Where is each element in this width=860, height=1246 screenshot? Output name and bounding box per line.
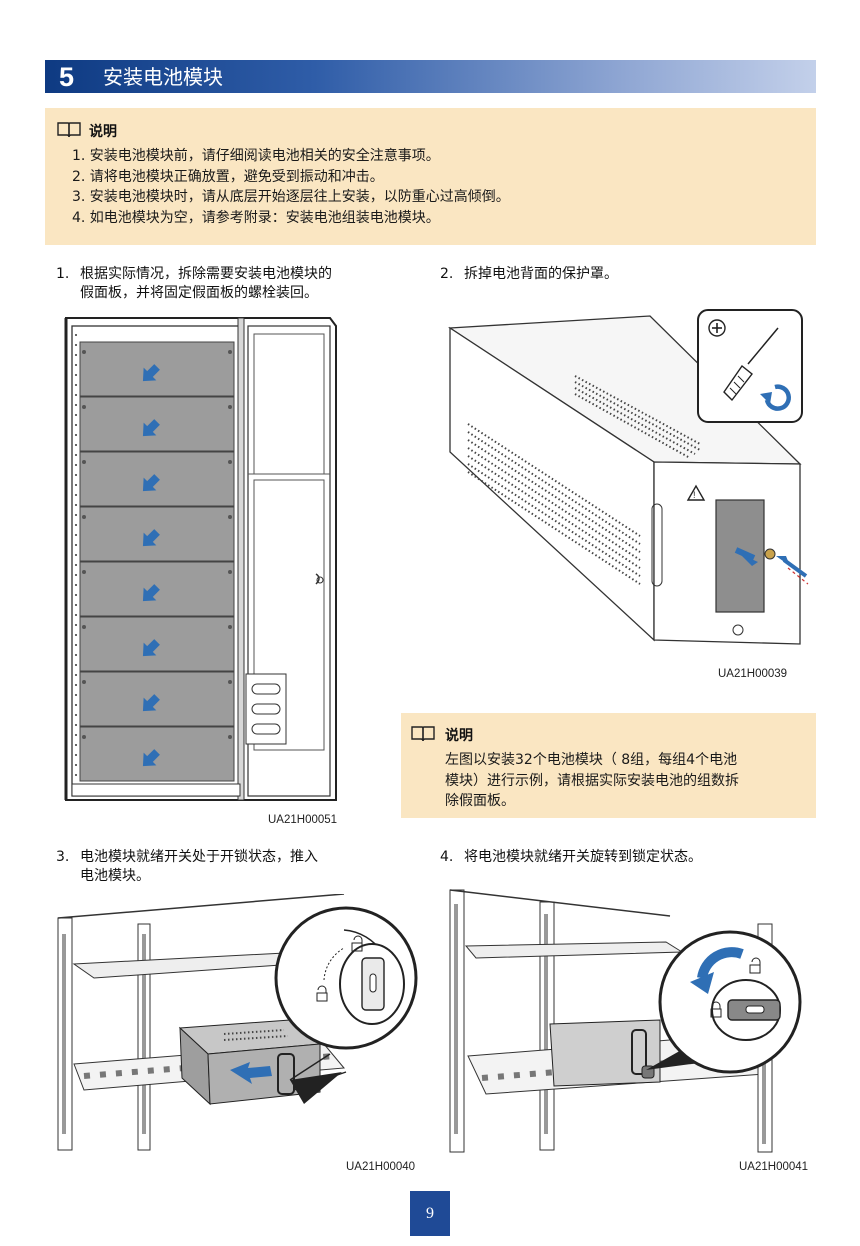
step-number: 4. — [440, 849, 454, 865]
step-line: 假面板，并将固定假面板的螺栓装回。 — [80, 285, 318, 301]
book-icon — [411, 726, 435, 742]
step-number: 1. — [56, 266, 70, 282]
book-icon — [57, 122, 81, 138]
note-item: 2. 请将电池模块正确放置，避免受到振动和冲击。 — [72, 168, 384, 185]
step-line: 拆掉电池背面的保护罩。 — [464, 266, 618, 282]
figure-rotate-ready-switch — [449, 889, 802, 1153]
note-line: 模块）进行示例，请根据实际安装电池的组数拆 — [445, 772, 739, 789]
note-heading: 说明 — [445, 728, 473, 744]
step-line: 电池模块就绪开关处于开锁状态，推入 — [80, 849, 318, 865]
note-item: 4. 如电池模块为空，请参考附录：安装电池组装电池模块。 — [72, 209, 440, 226]
removal-arrows — [142, 364, 160, 767]
dummy-panels — [79, 341, 235, 782]
note-item: 3. 安装电池模块时，请从底层开始逐层往上安装，以防重心过高倾倒。 — [72, 189, 510, 205]
section-number: 5 — [59, 62, 75, 92]
note-line: 除假面板。 — [445, 793, 515, 809]
figure-push-battery-module — [57, 894, 418, 1151]
figure-code: UA21H00040 — [346, 1161, 416, 1173]
step-line: 电池模块。 — [80, 868, 150, 884]
note-item: 1. 安装电池模块前，请仔细阅读电池相关的安全注意事项。 — [72, 148, 440, 164]
note-line: 左图以安装32个电池模块（ 8组，每组4个电池 — [445, 752, 738, 768]
figure-code: UA21H00051 — [268, 814, 338, 826]
note-list: 1. 安装电池模块前，请仔细阅读电池相关的安全注意事项。 2. 请将电池模块正确… — [72, 146, 510, 228]
page-number: 9 — [410, 1191, 450, 1236]
note-text: 左图以安装32个电池模块（ 8组，每组4个电池 模块）进行示例，请根据实际安装电… — [445, 750, 739, 812]
note-box-2: 说明 左图以安装32个电池模块（ 8组，每组4个电池 模块）进行示例，请根据实际… — [401, 713, 816, 818]
svg-text:!: ! — [693, 490, 696, 500]
step-line: 根据实际情况，拆除需要安装电池模块的 — [80, 266, 332, 282]
note-box-1: 说明 1. 安装电池模块前，请仔细阅读电池相关的安全注意事项。 2. 请将电池模… — [45, 108, 816, 245]
figure-code: UA21H00041 — [739, 1161, 809, 1173]
step-number: 3. — [56, 849, 70, 865]
figure-battery-rear-cover: ! — [448, 309, 809, 645]
figure-cabinet-dummy-panels — [64, 317, 337, 801]
section-title-bar: 5 安装电池模块 — [45, 60, 816, 93]
note-heading: 说明 — [89, 124, 117, 140]
figure-code: UA21H00039 — [718, 668, 788, 680]
section-title: 安装电池模块 — [103, 65, 223, 89]
step-number: 2. — [440, 266, 454, 282]
step-line: 将电池模块就绪开关旋转到锁定状态。 — [464, 849, 702, 865]
